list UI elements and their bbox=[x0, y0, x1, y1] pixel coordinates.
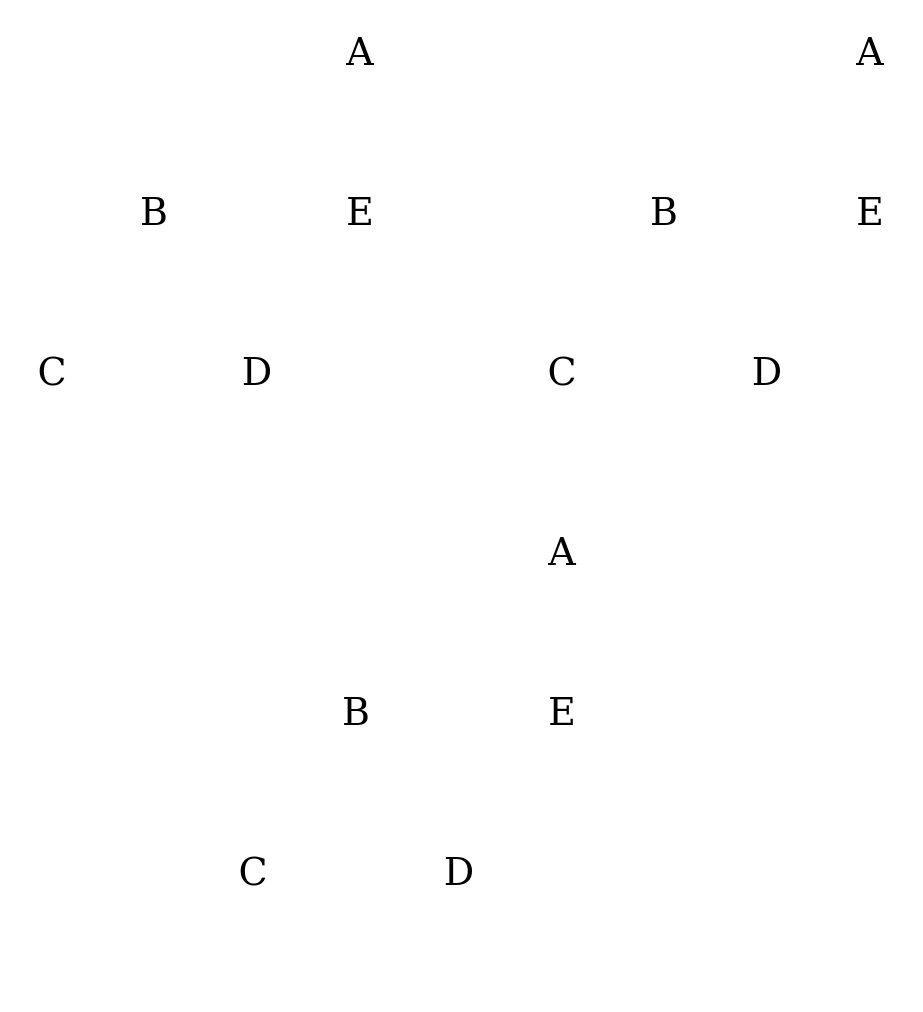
node-label-e: E bbox=[548, 690, 576, 734]
node-label-b: B bbox=[140, 190, 168, 234]
node-label-b: B bbox=[650, 190, 678, 234]
node-label-d: D bbox=[751, 350, 783, 394]
node-label-a: A bbox=[856, 30, 884, 74]
node-label-e: E bbox=[346, 190, 374, 234]
node-label-c: C bbox=[238, 850, 268, 894]
node-label-b: B bbox=[342, 690, 370, 734]
node-label-e: E bbox=[856, 190, 884, 234]
node-label-d: D bbox=[241, 350, 273, 394]
node-label-a: A bbox=[346, 30, 374, 74]
node-label-d: D bbox=[443, 850, 475, 894]
node-label-a: A bbox=[548, 530, 576, 574]
node-label-c: C bbox=[37, 350, 67, 394]
node-label-c: C bbox=[547, 350, 577, 394]
